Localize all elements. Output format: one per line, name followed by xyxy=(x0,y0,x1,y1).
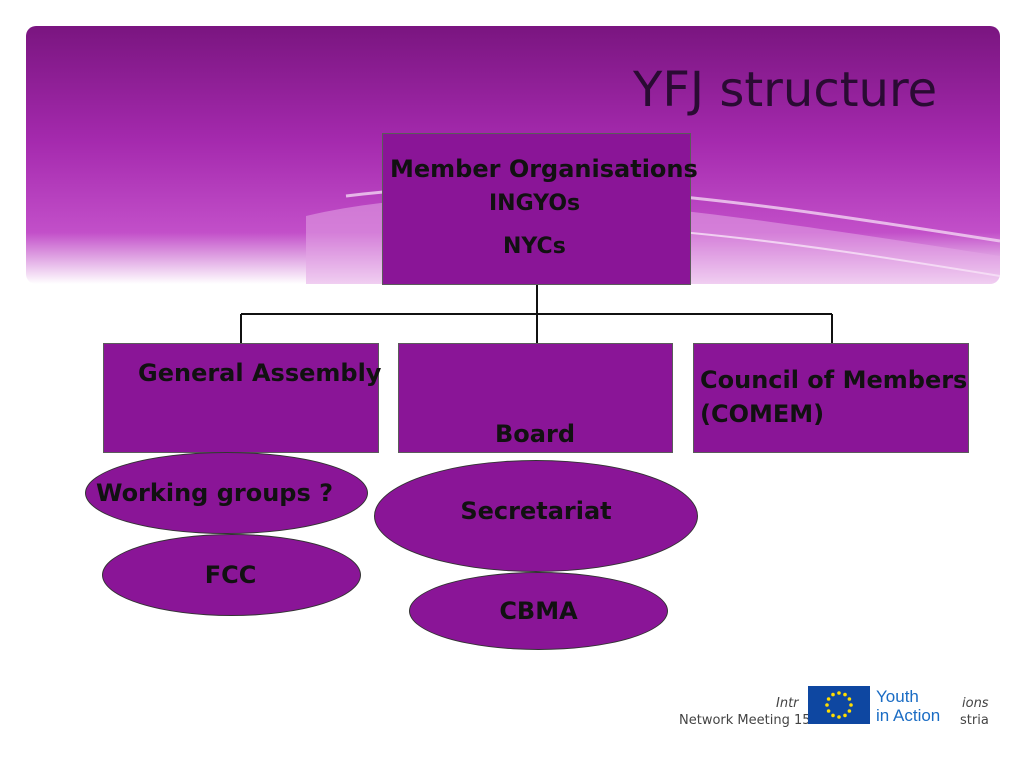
board-node: Board xyxy=(398,343,673,453)
working-groups-label: Working groups ? xyxy=(95,479,334,507)
footer-line1-right: ions xyxy=(962,696,989,711)
council-of-members-node: Council of Members (COMEM) xyxy=(693,343,969,453)
working-groups-node: Working groups ? xyxy=(85,452,368,534)
general-assembly-node: General Assembly xyxy=(103,343,382,453)
cbma-label: CBMA xyxy=(499,597,578,625)
cbma-node: CBMA xyxy=(409,572,668,650)
slide-title: YFJ structure xyxy=(633,62,938,118)
secretariat-node: Secretariat xyxy=(374,460,698,572)
eu-flag-icon xyxy=(808,686,870,724)
footer-line1-left: Intr xyxy=(776,696,799,711)
fcc-node: FCC xyxy=(102,534,361,616)
nycs-label: NYCs xyxy=(503,234,566,259)
logo-text-youth: Youth xyxy=(876,687,919,706)
footer-line2-left: Network Meeting 15- xyxy=(679,713,816,728)
board-label: Board xyxy=(495,420,575,448)
youth-in-action-logo: Youth in Action xyxy=(808,686,958,726)
general-assembly-label: General Assembly xyxy=(138,359,382,387)
ingyos-label: INGYOs xyxy=(489,191,581,216)
secretariat-label: Secretariat xyxy=(460,497,612,525)
member-organisations-label: Member Organisations xyxy=(390,155,698,183)
council-of-members-label: Council of Members xyxy=(700,366,968,394)
footer-line2-right: stria xyxy=(960,713,989,728)
logo-text-in-action: in Action xyxy=(876,706,941,725)
fcc-label: FCC xyxy=(204,561,257,589)
member-organisations-node: Member Organisations INGYOs NYCs xyxy=(382,133,698,285)
comem-label: (COMEM) xyxy=(700,400,825,428)
